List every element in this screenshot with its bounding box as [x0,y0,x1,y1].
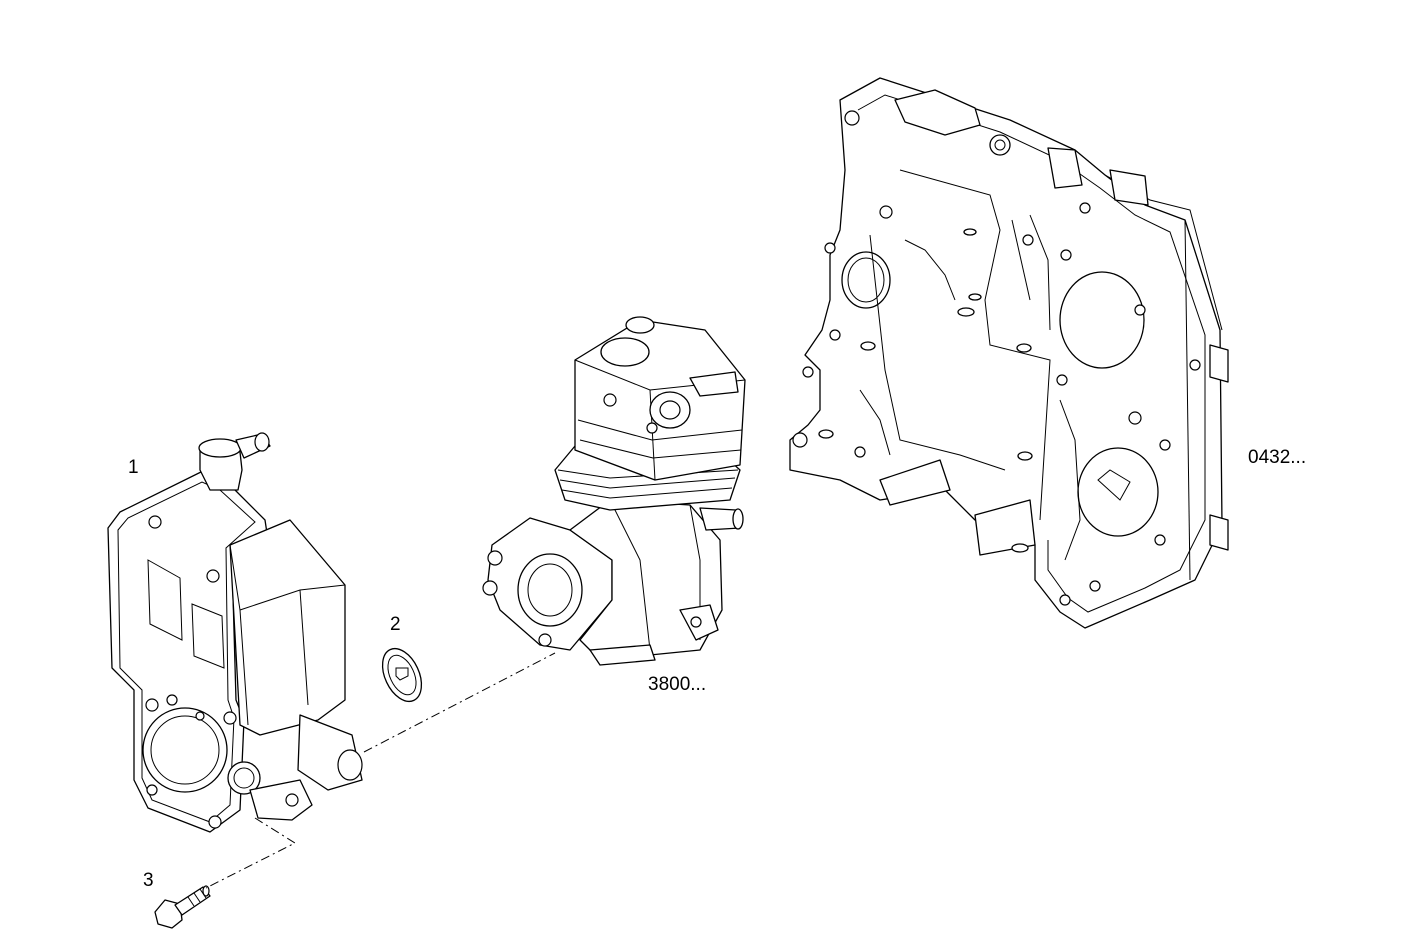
callout-1: 1 [128,457,139,478]
callout-ref-housing[interactable]: 0432... [1248,447,1306,468]
gear-housing[interactable] [789,77,1229,629]
dowel-pins [818,228,1033,553]
assembly-line-compressor [363,652,556,753]
assembly-line-bolt [205,817,297,889]
part-1-pump-housing[interactable] [107,432,363,833]
callout-2: 2 [390,614,401,635]
air-compressor[interactable] [482,316,746,666]
callout-ref-compressor[interactable]: 3800... [648,674,706,695]
callout-3: 3 [143,870,154,891]
part-2-seal-ring[interactable] [375,642,429,707]
part-3-bolt[interactable] [154,885,211,929]
